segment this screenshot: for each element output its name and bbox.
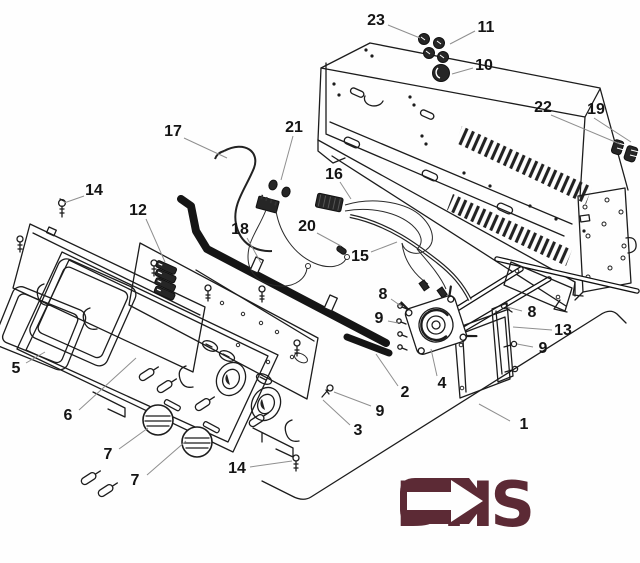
- vent-louvers: [447, 126, 592, 266]
- rear-vent-panel: [317, 42, 637, 313]
- callout-11: 11: [477, 19, 495, 36]
- orifice-nuts: [418, 33, 449, 63]
- plate-screws: [204, 284, 301, 357]
- callout-10: 10: [475, 57, 493, 74]
- glass-window-frame: [0, 286, 87, 371]
- gas-valve: [396, 285, 478, 355]
- callout-8-left: 8: [378, 286, 388, 303]
- callout-21: 21: [285, 119, 303, 136]
- mounting-plate: [128, 242, 319, 400]
- panel-spacers: [80, 366, 270, 498]
- callout-5: 5: [11, 360, 21, 377]
- callout-7-lower: 7: [130, 472, 140, 489]
- callout-9-right: 9: [538, 340, 548, 357]
- control-knob: [181, 421, 220, 458]
- callout-17: 17: [164, 123, 182, 140]
- callout-1: 1: [519, 416, 529, 433]
- callout-16: 16: [325, 166, 343, 183]
- callout-19: 19: [587, 101, 605, 118]
- wire-harness-right: [314, 192, 472, 301]
- grommet: [432, 64, 450, 82]
- callout-14-top: 14: [85, 182, 103, 199]
- rear-bracket-frame: [12, 223, 206, 373]
- bracket-screws: [500, 302, 519, 373]
- callout-6: 6: [63, 407, 73, 424]
- callout-15: 15: [351, 248, 369, 265]
- callout-14-bottom: 14: [228, 460, 246, 477]
- knob-opening: [250, 386, 282, 422]
- valve-fasteners: [396, 303, 408, 351]
- control-panel: [16, 251, 300, 458]
- main-body-outline: [261, 310, 627, 500]
- callout-2: 2: [400, 384, 410, 401]
- callout-8-right: 8: [527, 304, 537, 321]
- retainer-clips: [610, 139, 640, 163]
- manifold-pipe: [177, 195, 393, 357]
- callout-22: 22: [534, 99, 552, 116]
- callout-3: 3: [353, 422, 363, 439]
- callout-23: 23: [367, 12, 385, 29]
- callout-18: 18: [231, 221, 249, 238]
- callout-9-bottom: 9: [375, 403, 385, 420]
- knob-opening: [215, 361, 247, 397]
- fuse-link: [336, 245, 347, 255]
- leader-lines: [25, 24, 632, 476]
- callout-9-left: 9: [374, 310, 384, 327]
- dhs-arrow-icon: [400, 478, 487, 524]
- dhs-logo: DHS: [395, 472, 535, 538]
- callout-12: 12: [129, 202, 147, 219]
- control-knob: [142, 399, 181, 436]
- callout-20: 20: [298, 218, 316, 235]
- terminal-block: [153, 260, 178, 301]
- callout-4: 4: [437, 375, 447, 392]
- callout-7-upper: 7: [103, 446, 113, 463]
- callout-13: 13: [554, 322, 572, 339]
- mounting-brackets: [454, 261, 573, 399]
- panel-screws: [16, 198, 334, 472]
